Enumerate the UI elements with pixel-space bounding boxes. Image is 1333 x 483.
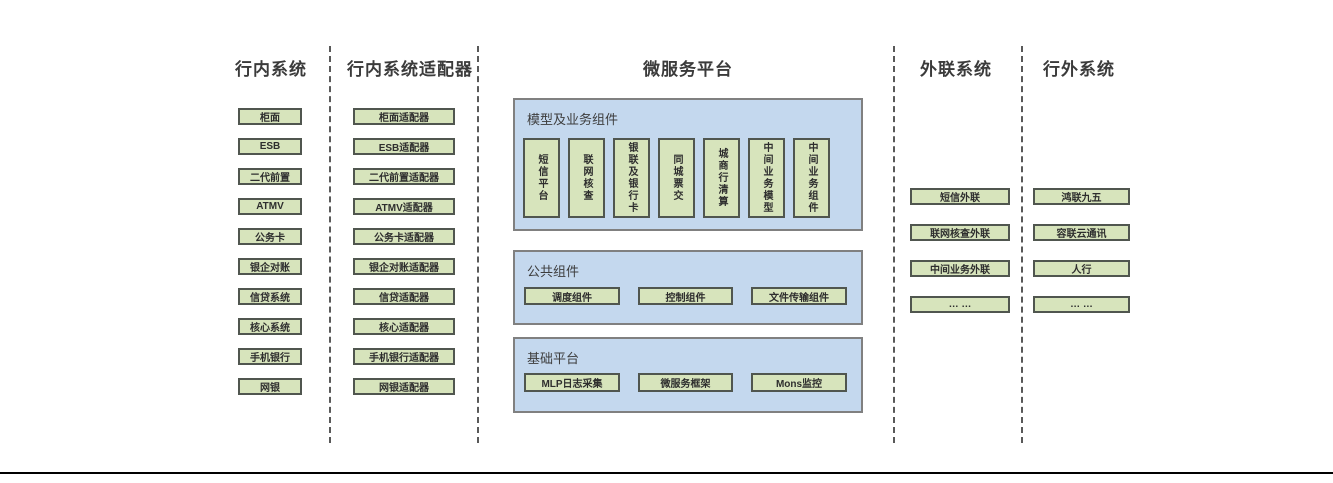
external-box: 鸿联九五 bbox=[1033, 188, 1130, 205]
internal-system-box: 二代前置 bbox=[238, 168, 302, 185]
adapter-box: ESB适配器 bbox=[353, 138, 455, 155]
model-component-box: 城商行清算 bbox=[703, 138, 740, 218]
model-component-box: 中间业务组件 bbox=[793, 138, 830, 218]
adapter-box: 柜面适配器 bbox=[353, 108, 455, 125]
external-box: 人行 bbox=[1033, 260, 1130, 277]
model-component-box: 同城票交 bbox=[658, 138, 695, 218]
adapter-box: 信贷适配器 bbox=[353, 288, 455, 305]
internal-system-box: 手机银行 bbox=[238, 348, 302, 365]
divider-line-4 bbox=[1021, 46, 1023, 443]
adapter-box: 核心适配器 bbox=[353, 318, 455, 335]
divider-line-1 bbox=[329, 46, 331, 443]
column-title-external-systems: 行外系统 bbox=[1043, 60, 1115, 79]
base-component-box: 微服务框架 bbox=[638, 373, 733, 392]
panel-label: 模型及业务组件 bbox=[527, 112, 619, 127]
internal-system-box: ATMV bbox=[238, 198, 302, 215]
outreach-box: 中间业务外联 bbox=[910, 260, 1010, 277]
adapter-box: 手机银行适配器 bbox=[353, 348, 455, 365]
internal-system-box: 信贷系统 bbox=[238, 288, 302, 305]
outreach-box: 短信外联 bbox=[910, 188, 1010, 205]
adapter-box: 银企对账适配器 bbox=[353, 258, 455, 275]
outreach-box: … … bbox=[910, 296, 1010, 313]
internal-system-box: 核心系统 bbox=[238, 318, 302, 335]
column-title-microservice-platform: 微服务平台 bbox=[643, 60, 733, 79]
adapter-box: ATMV适配器 bbox=[353, 198, 455, 215]
divider-line-2 bbox=[477, 46, 479, 443]
panel-label: 基础平台 bbox=[527, 351, 580, 366]
internal-system-box: 银企对账 bbox=[238, 258, 302, 275]
common-component-box: 文件传输组件 bbox=[751, 287, 847, 305]
internal-system-box: ESB bbox=[238, 138, 302, 155]
divider-line-3 bbox=[893, 46, 895, 443]
outreach-box: 联网核查外联 bbox=[910, 224, 1010, 241]
column-title-internal-adapters: 行内系统适配器 bbox=[347, 60, 473, 79]
base-component-box: MLP日志采集 bbox=[524, 373, 620, 392]
column-title-internal-systems: 行内系统 bbox=[235, 60, 307, 79]
panel-label: 公共组件 bbox=[527, 264, 580, 279]
common-component-box: 调度组件 bbox=[524, 287, 620, 305]
model-component-box: 联网核查 bbox=[568, 138, 605, 218]
adapter-box: 网银适配器 bbox=[353, 378, 455, 395]
internal-system-box: 网银 bbox=[238, 378, 302, 395]
adapter-box: 二代前置适配器 bbox=[353, 168, 455, 185]
column-title-outreach-systems: 外联系统 bbox=[920, 60, 992, 79]
adapter-box: 公务卡适配器 bbox=[353, 228, 455, 245]
model-component-box: 短信平台 bbox=[523, 138, 560, 218]
base-component-box: Mons监控 bbox=[751, 373, 847, 392]
bottom-frame-line bbox=[0, 472, 1333, 474]
common-component-box: 控制组件 bbox=[638, 287, 733, 305]
model-component-box: 中间业务模型 bbox=[748, 138, 785, 218]
external-box: 容联云通讯 bbox=[1033, 224, 1130, 241]
internal-system-box: 柜面 bbox=[238, 108, 302, 125]
model-component-box: 银联及银行卡 bbox=[613, 138, 650, 218]
internal-system-box: 公务卡 bbox=[238, 228, 302, 245]
external-box: … … bbox=[1033, 296, 1130, 313]
